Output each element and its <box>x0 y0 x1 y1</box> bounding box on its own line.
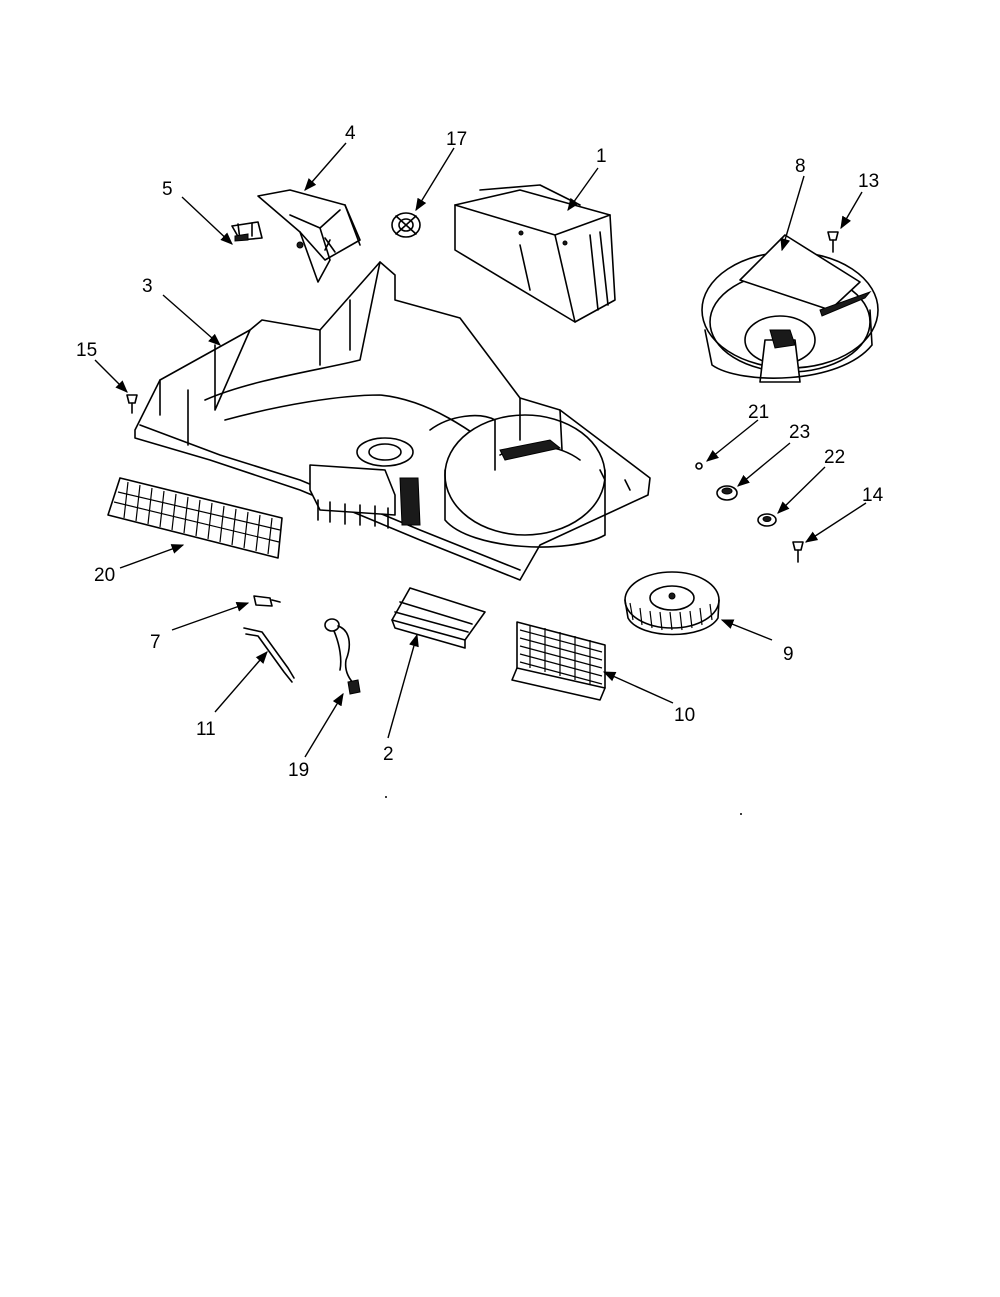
leader-17 <box>415 147 455 212</box>
scan-specks <box>385 796 742 815</box>
callout-labels: 1 2 3 4 5 7 8 9 10 11 13 14 15 17 19 20 … <box>76 123 884 781</box>
callout-10: 10 <box>674 705 695 726</box>
callout-9: 9 <box>783 644 794 665</box>
part-1-duct <box>454 184 616 323</box>
callout-13: 13 <box>858 171 879 192</box>
leader-7 <box>171 602 250 631</box>
callout-2: 2 <box>383 744 394 765</box>
callout-20: 20 <box>94 565 115 586</box>
part-23-bushing <box>716 485 738 501</box>
leader-2 <box>387 633 419 739</box>
part-13-screw <box>827 231 839 253</box>
leader-5 <box>181 196 233 245</box>
leader-23 <box>737 442 791 487</box>
callout-19: 19 <box>288 760 309 781</box>
leader-22 <box>777 466 826 514</box>
leader-11 <box>214 651 268 713</box>
part-3-base-housing <box>134 261 651 581</box>
leader-19 <box>304 692 344 758</box>
part-4-bracket <box>257 189 361 283</box>
leader-1 <box>567 167 599 212</box>
callout-11: 11 <box>196 719 216 740</box>
leader-3 <box>162 294 221 346</box>
part-20-grille <box>107 477 283 559</box>
callout-21: 21 <box>748 402 769 423</box>
part-21-nut <box>695 462 703 470</box>
leader-14 <box>804 502 867 543</box>
callout-7: 7 <box>150 632 161 653</box>
part-7-connector <box>253 595 281 607</box>
callout-3: 3 <box>142 276 153 297</box>
part-8-blower-housing <box>701 234 879 383</box>
part-10-filter-grille <box>511 621 606 701</box>
leader-21 <box>706 419 759 462</box>
callout-8: 8 <box>795 156 806 177</box>
part-17-motor <box>391 212 421 238</box>
part-2-cover-plate <box>391 587 486 649</box>
part-11-bent-rod <box>243 627 295 683</box>
leader-8 <box>780 175 805 252</box>
callout-5: 5 <box>162 179 173 200</box>
part-9-blower-wheel <box>624 571 720 636</box>
callout-1: 1 <box>596 146 607 167</box>
leader-20 <box>119 544 185 569</box>
callout-15: 15 <box>76 340 97 361</box>
callout-4: 4 <box>345 123 356 144</box>
callout-17: 17 <box>446 129 467 150</box>
leader-15 <box>94 359 128 393</box>
part-19-wire-harness <box>324 618 361 695</box>
part-14-screw <box>792 541 804 563</box>
leader-10 <box>602 671 674 704</box>
part-22-washer <box>757 513 777 527</box>
leader-9 <box>720 619 773 641</box>
leader-4 <box>304 142 347 191</box>
leader-13 <box>840 191 863 230</box>
callout-22: 22 <box>824 447 845 468</box>
callout-14: 14 <box>862 485 884 506</box>
part-15-screw <box>126 394 138 414</box>
part-5-clip <box>231 221 263 242</box>
leader-lines <box>94 142 867 758</box>
callout-23: 23 <box>789 422 810 443</box>
